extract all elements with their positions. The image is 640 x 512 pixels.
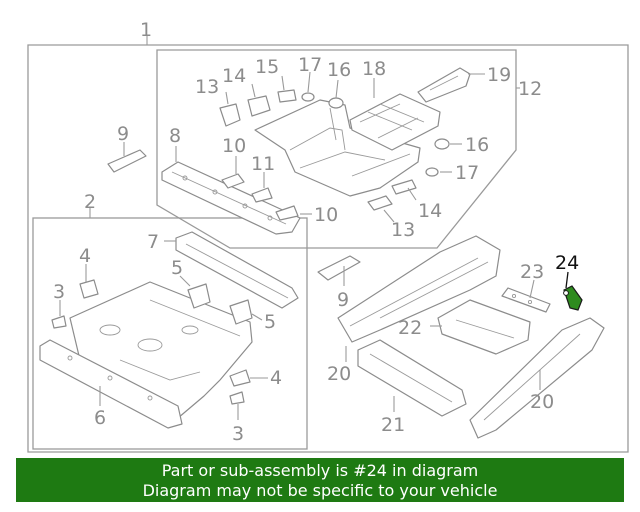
- part-10-bracket-b: [275, 205, 299, 221]
- callout-6: 6: [94, 407, 106, 429]
- callout-3b: 3: [232, 423, 244, 445]
- callout-15: 15: [255, 56, 279, 78]
- callout-13b: 13: [391, 219, 415, 241]
- part-8-rail: [161, 161, 301, 235]
- callout-5a: 5: [171, 257, 183, 279]
- part-6-rear-rail: [39, 339, 183, 429]
- part-18-crossmember: [349, 93, 441, 151]
- part-16-grommet-b: [434, 138, 450, 150]
- part-5-bracket-b: [229, 299, 253, 325]
- part-20-side-rail-right: [469, 317, 605, 439]
- info-banner-line-2: Diagram may not be specific to your vehi…: [142, 481, 498, 500]
- callout-20b: 20: [530, 391, 554, 413]
- callout-11: 11: [251, 153, 275, 175]
- part-5-bracket-a: [187, 283, 211, 309]
- callout-2: 2: [84, 191, 96, 213]
- callout-10a: 10: [222, 135, 246, 157]
- part-9-bracket-upper: [107, 149, 147, 173]
- part-3-clip-b: [229, 391, 245, 405]
- callout-14a: 14: [222, 65, 246, 87]
- callout-12: 12: [518, 78, 542, 100]
- part-13-bracket-a: [219, 103, 241, 127]
- info-banner: Part or sub-assembly is #24 in diagram D…: [16, 458, 624, 502]
- callout-10b: 10: [314, 204, 338, 226]
- callout-17b: 17: [455, 162, 479, 184]
- assembly-frame-1: [27, 44, 629, 453]
- callout-9b: 9: [337, 289, 349, 311]
- subassembly-frame-2: [32, 217, 308, 450]
- part-23-reinforcement: [501, 287, 551, 313]
- callout-21: 21: [381, 414, 405, 436]
- callout-4b: 4: [270, 367, 282, 389]
- part-4-bracket-b: [229, 369, 251, 387]
- callout-19: 19: [487, 64, 511, 86]
- part-13-bracket-b: [367, 195, 393, 211]
- callout-20a: 20: [327, 363, 351, 385]
- callout-18: 18: [362, 58, 386, 80]
- part-14-bracket-b: [391, 179, 417, 195]
- part-17-clip-a: [301, 92, 315, 102]
- part-11-bracket: [251, 187, 273, 203]
- callout-14b: 14: [418, 200, 442, 222]
- part-17-clip-b: [425, 167, 439, 177]
- part-22-crossmember: [437, 299, 531, 355]
- callout-1: 1: [140, 19, 152, 41]
- part-24-highlighted-bracket: [563, 285, 583, 311]
- part-3-clip-a: [51, 315, 67, 329]
- info-banner-line-1: Part or sub-assembly is #24 in diagram: [161, 461, 479, 480]
- callout-7: 7: [147, 231, 159, 253]
- part-9-bracket-lower: [317, 255, 361, 281]
- callout-4a: 4: [79, 245, 91, 267]
- part-20-side-rail-left: [337, 235, 501, 343]
- part-14-bracket-a: [247, 95, 271, 117]
- callout-9a: 9: [117, 123, 129, 145]
- callout-23: 23: [520, 261, 544, 283]
- part-16-grommet-a: [328, 97, 344, 109]
- subassembly-frame-12: [156, 49, 517, 249]
- callout-5b: 5: [264, 311, 276, 333]
- part-7-rail: [175, 231, 299, 309]
- part-4-bracket-a: [79, 279, 99, 299]
- callout-16a: 16: [327, 59, 351, 81]
- callout-8: 8: [169, 125, 181, 147]
- parts-diagram: 1 2 3 3 4 4 5 5 6 7 8 9 9 10 10 11 12 13…: [27, 19, 629, 453]
- callout-22: 22: [398, 317, 422, 339]
- callout-3a: 3: [53, 281, 65, 303]
- part-10-bracket-a: [221, 173, 245, 189]
- part-19-bracket: [417, 67, 471, 103]
- callout-24: 24: [555, 252, 579, 274]
- callout-13a: 13: [195, 76, 219, 98]
- callout-17a: 17: [298, 54, 322, 76]
- part-center-floor-pan: [254, 99, 421, 197]
- part-21-lower-panel: [357, 339, 467, 417]
- callout-16b: 16: [465, 134, 489, 156]
- part-15-clip: [277, 89, 297, 103]
